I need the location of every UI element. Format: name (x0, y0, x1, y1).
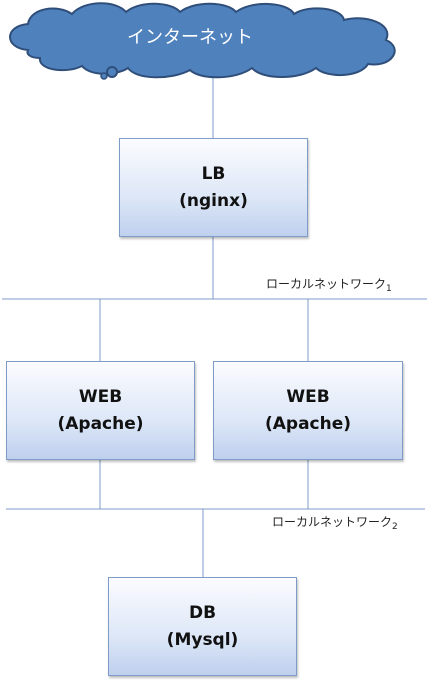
local-network-1-label: ローカルネットワーク1 (266, 277, 392, 294)
web-server-box-1: WEB (Apache) (6, 361, 195, 460)
web-server-1-software: (Apache) (57, 413, 144, 434)
database-box: DB (Mysql) (108, 577, 297, 676)
cloud-tail-large (106, 66, 118, 78)
web-server-box-2: WEB (Apache) (213, 361, 403, 460)
local-network-2-number: 2 (392, 522, 398, 532)
database-software: (Mysql) (166, 629, 239, 650)
local-network-1-number: 1 (386, 284, 392, 294)
local-network-2-label: ローカルネットワーク2 (272, 515, 398, 532)
web-server-2-name: WEB (286, 386, 330, 407)
web-server-2-software: (Apache) (264, 413, 352, 434)
cloud-tail-small (100, 72, 108, 80)
database-name: DB (188, 602, 217, 623)
internet-cloud (9, 2, 396, 80)
load-balancer-software: (nginx) (179, 190, 248, 211)
internet-label: インターネット (127, 27, 253, 48)
load-balancer-box: LB (nginx) (119, 138, 308, 237)
cloud-shape (9, 2, 396, 79)
local-network-1-text: ローカルネットワーク (266, 277, 387, 291)
local-network-2-text: ローカルネットワーク (272, 515, 393, 529)
load-balancer-name: LB (201, 163, 226, 184)
web-server-1-name: WEB (78, 386, 123, 407)
connection-lines (2, 78, 427, 577)
